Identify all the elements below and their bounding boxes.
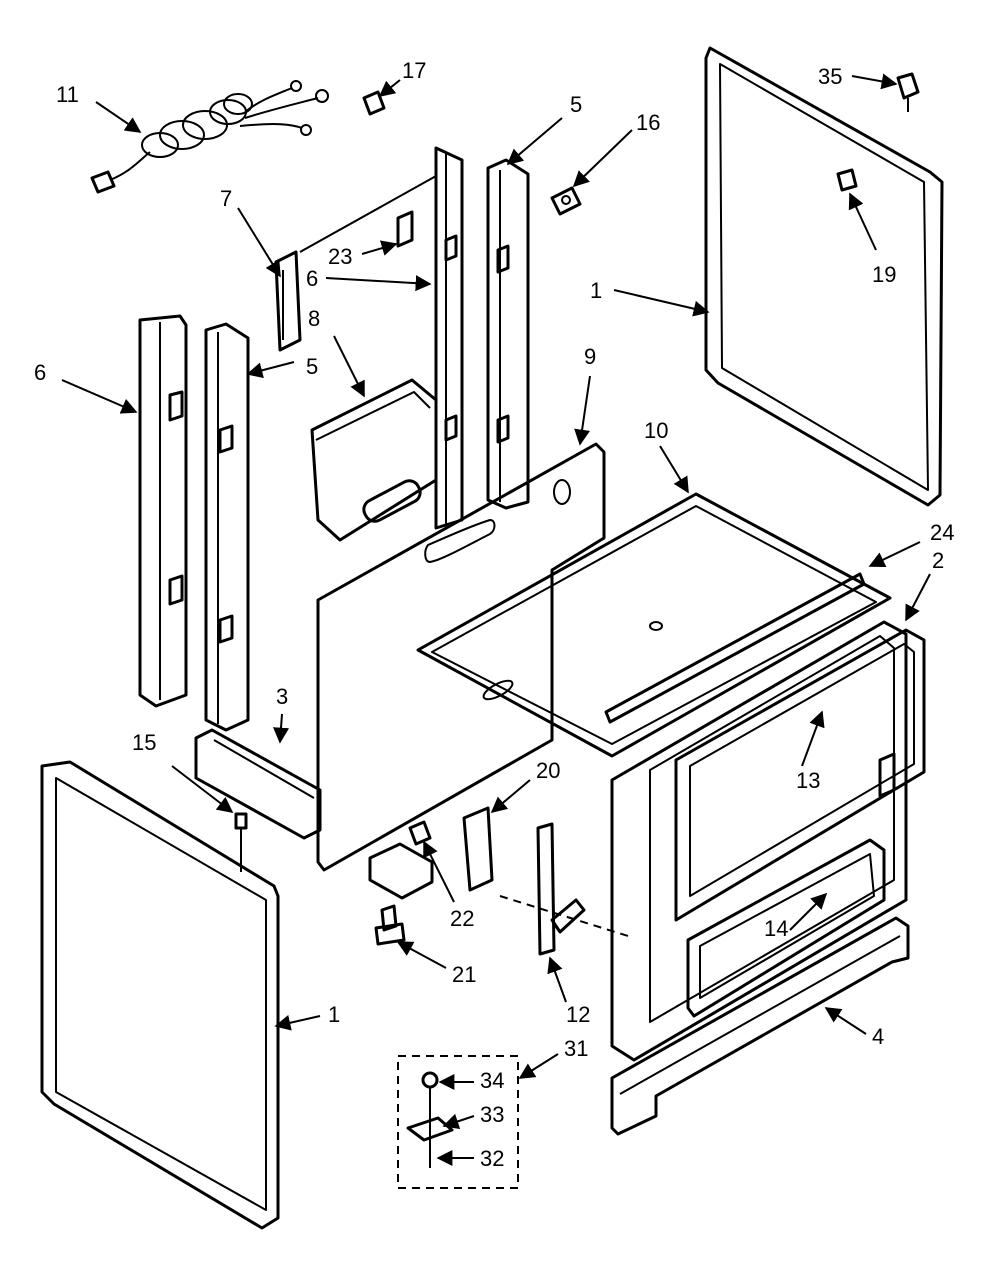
back-panel-part bbox=[316, 442, 606, 872]
upright-5-right bbox=[486, 158, 530, 510]
callout-19: 19 bbox=[872, 262, 896, 287]
top-panel-part bbox=[416, 492, 892, 758]
leader-lines bbox=[61, 73, 931, 1166]
callout-5-top: 5 bbox=[570, 92, 582, 117]
side-panel-right bbox=[704, 46, 944, 507]
callout-14: 14 bbox=[764, 916, 788, 941]
gasket-14-part bbox=[686, 838, 886, 1018]
callout-16: 16 bbox=[636, 110, 660, 135]
leveling-leg-part bbox=[374, 904, 406, 946]
bottom-trim-part bbox=[610, 916, 910, 1136]
hinge-part bbox=[499, 822, 629, 956]
callout-6-center: 6 bbox=[306, 266, 318, 291]
callout-7: 7 bbox=[220, 186, 232, 211]
callout-6-left: 6 bbox=[34, 360, 46, 385]
gasket-13-part bbox=[674, 628, 926, 922]
callout-8: 8 bbox=[308, 306, 320, 331]
upright-6-center bbox=[299, 146, 464, 530]
callout-17: 17 bbox=[402, 58, 426, 83]
callout-32: 32 bbox=[480, 1146, 504, 1171]
callout-12: 12 bbox=[566, 1002, 590, 1027]
bracket-part bbox=[550, 186, 582, 216]
upright-6-left bbox=[138, 314, 188, 708]
callout-11: 11 bbox=[56, 82, 79, 107]
callout-5-left: 5 bbox=[306, 354, 318, 379]
callout-23: 23 bbox=[328, 244, 352, 269]
callout-35: 35 bbox=[818, 64, 842, 89]
callout-22: 22 bbox=[450, 906, 474, 931]
callout-24: 24 bbox=[930, 520, 954, 545]
clip-23-part bbox=[396, 210, 414, 248]
callout-1-bottom: 1 bbox=[328, 1002, 340, 1027]
callout-13: 13 bbox=[796, 768, 820, 793]
callout-1-top: 1 bbox=[590, 278, 602, 303]
power-cord-part bbox=[90, 80, 329, 194]
clip-part bbox=[362, 90, 386, 116]
bottom-box-part bbox=[368, 820, 434, 900]
callout-4: 4 bbox=[872, 1024, 884, 1049]
bracket-7-part bbox=[274, 250, 302, 352]
side-panel-left bbox=[40, 760, 280, 1230]
callout-labels: 11 17 5 16 35 7 23 6 19 1 8 6 5 9 10 24 … bbox=[34, 58, 954, 1171]
callout-33: 33 bbox=[480, 1102, 504, 1127]
callout-20: 20 bbox=[536, 758, 560, 783]
callout-31: 31 bbox=[564, 1036, 588, 1061]
callout-3: 3 bbox=[276, 684, 288, 709]
screw-knob-part bbox=[896, 72, 920, 112]
hardware-kit-31 bbox=[397, 1055, 519, 1189]
bracket-strip-part bbox=[194, 728, 322, 840]
callout-21: 21 bbox=[452, 962, 476, 987]
upright-5-left bbox=[204, 322, 250, 732]
callout-2: 2 bbox=[932, 548, 944, 573]
callout-10: 10 bbox=[644, 418, 668, 443]
callout-15: 15 bbox=[132, 730, 156, 755]
callout-9: 9 bbox=[584, 344, 596, 369]
callout-34: 34 bbox=[480, 1068, 504, 1093]
bracket-20-part bbox=[462, 806, 494, 892]
vent-duct-part bbox=[310, 378, 438, 542]
